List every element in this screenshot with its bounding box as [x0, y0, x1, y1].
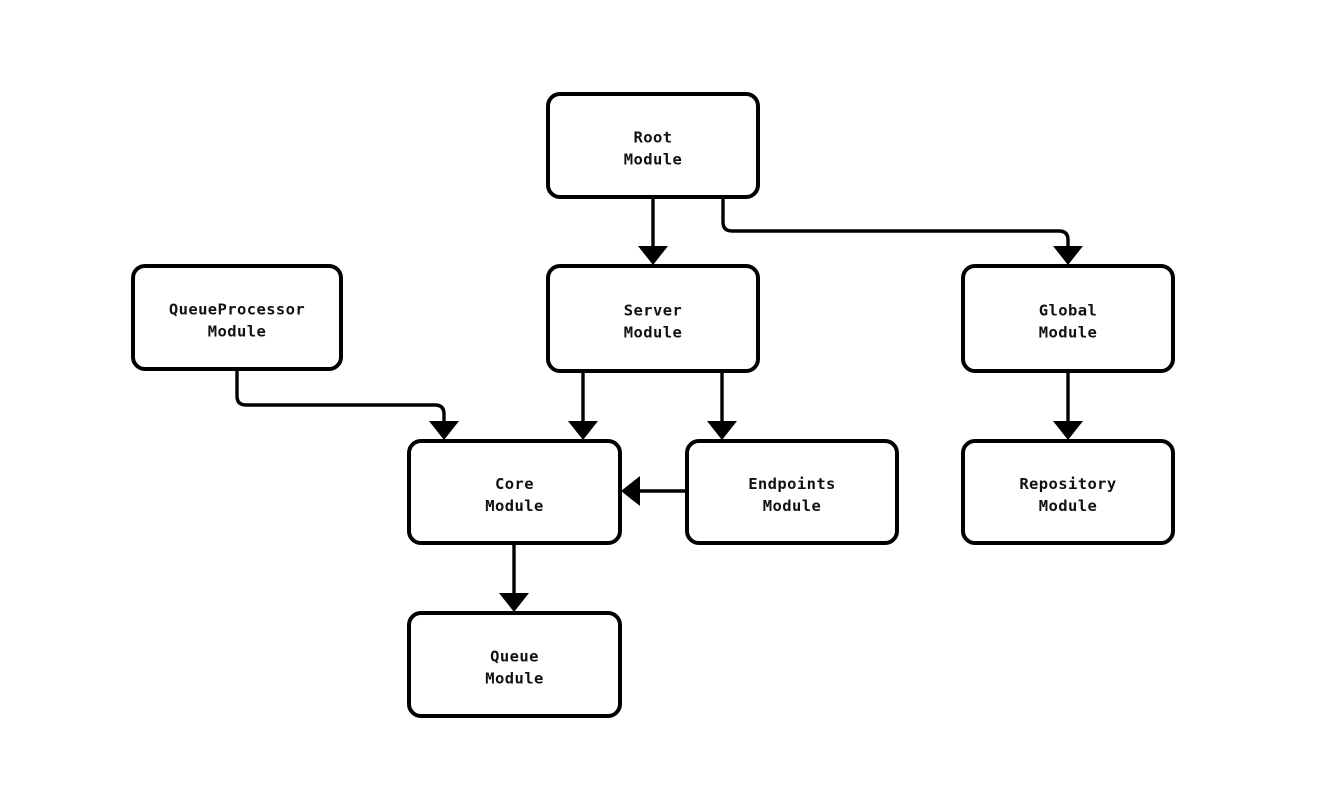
repository-module-node-box[interactable]: [961, 439, 1175, 545]
root-module-node-box[interactable]: [546, 92, 760, 199]
edge-queueprocessor-to-core-arrowhead: [429, 421, 459, 440]
global-module-node-label-line1: Global: [1039, 302, 1097, 320]
nodes-layer: RootModuleQueueProcessorModuleServerModu…: [131, 92, 1175, 718]
edge-server-to-endpoints-arrowhead: [707, 421, 737, 440]
endpoints-module-node-label-line1: Endpoints: [748, 475, 836, 493]
core-module-node-label-line1: Core: [495, 475, 534, 493]
root-module-node-label-line2: Module: [624, 151, 682, 169]
edge-queueprocessor-to-core: [235, 369, 459, 440]
edge-global-to-repository-arrowhead: [1053, 421, 1083, 440]
root-module-node-label-line1: Root: [634, 129, 673, 147]
edges-layer: [235, 197, 1083, 612]
endpoints-module-node-box[interactable]: [685, 439, 899, 545]
edge-root-to-server-arrowhead: [638, 246, 668, 265]
core-module-node-label-line2: Module: [485, 497, 543, 515]
edge-root-to-server: [638, 197, 668, 265]
server-module-node-label-line2: Module: [624, 324, 682, 342]
queue-module-node-label-line2: Module: [485, 670, 543, 688]
repository-module-node-label-line1: Repository: [1019, 475, 1116, 493]
server-module-node-box[interactable]: [546, 264, 760, 373]
edge-root-to-global-arrowhead: [1053, 246, 1083, 265]
edge-root-to-global: [721, 197, 1083, 265]
server-module-node-label-line1: Server: [624, 302, 682, 320]
queue-module-node-label-line1: Queue: [490, 648, 539, 666]
queueprocessor-module-node-label-line2: Module: [208, 323, 266, 341]
queue-module-node-box[interactable]: [407, 611, 622, 718]
edge-core-to-queue-arrowhead: [499, 593, 529, 612]
queueprocessor-module-node-box[interactable]: [131, 264, 343, 371]
edge-queueprocessor-to-core-line: [235, 369, 446, 423]
queueprocessor-module-node-label-line1: QueueProcessor: [169, 301, 305, 319]
global-module-node-label-line2: Module: [1039, 324, 1097, 342]
edge-server-to-endpoints: [707, 371, 737, 440]
global-module-node-box[interactable]: [961, 264, 1175, 373]
edge-endpoints-to-core-arrowhead: [621, 476, 640, 506]
edge-server-to-core-arrowhead: [568, 421, 598, 440]
edge-global-to-repository: [1053, 371, 1083, 440]
edge-core-to-queue: [499, 543, 529, 612]
edge-root-to-global-line: [721, 197, 1070, 248]
edge-server-to-core: [568, 371, 598, 440]
core-module-node-box[interactable]: [407, 439, 622, 545]
edge-endpoints-to-core: [621, 476, 687, 506]
endpoints-module-node-label-line2: Module: [763, 497, 821, 515]
repository-module-node-label-line2: Module: [1039, 497, 1097, 515]
